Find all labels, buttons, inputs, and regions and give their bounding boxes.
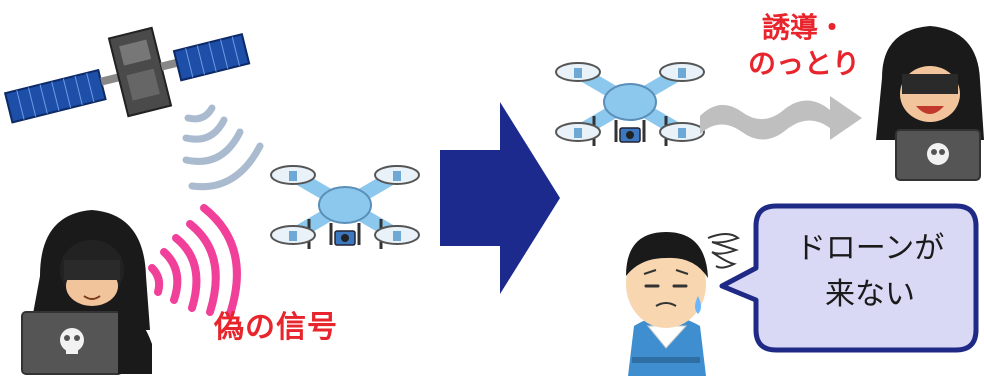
speech-bubble-text: ドローンが 来ない bbox=[772, 226, 968, 318]
arrow-right-icon bbox=[440, 102, 560, 294]
satellite-icon bbox=[3, 26, 251, 124]
satellite-signal-waves bbox=[182, 104, 264, 191]
wavy-path-arrow bbox=[700, 96, 862, 140]
hacker-icon bbox=[876, 26, 984, 181]
hijack-label-line2: のっとり bbox=[747, 47, 860, 80]
worried-person-icon bbox=[626, 232, 708, 376]
drone-icon bbox=[556, 63, 704, 146]
worry-scribble-icon bbox=[707, 233, 741, 269]
hacker-icon bbox=[21, 210, 152, 375]
hijack-label: 誘導・ のっとり bbox=[744, 10, 864, 82]
drone-icon bbox=[271, 166, 419, 249]
fake-signal-label: 偽の信号 bbox=[214, 310, 338, 345]
hijack-label-line1: 誘導・ bbox=[761, 11, 846, 44]
speech-bubble-icon bbox=[719, 203, 979, 353]
speech-bubble-line2: 来ない bbox=[825, 277, 915, 312]
speech-bubble-line1: ドローンが bbox=[795, 231, 945, 266]
jamming-waves bbox=[148, 204, 241, 318]
